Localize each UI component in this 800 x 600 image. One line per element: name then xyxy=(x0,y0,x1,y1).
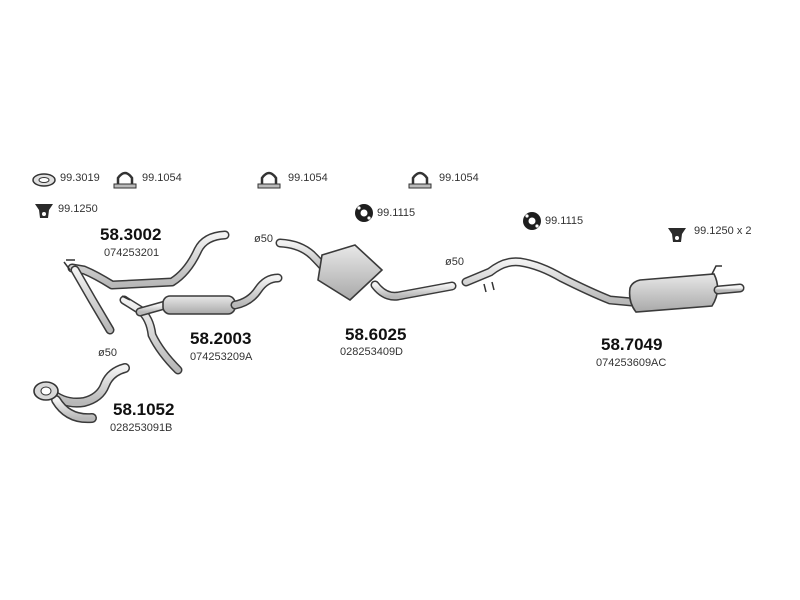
rear-silencer-58-7049 xyxy=(461,257,745,313)
hardware-label: 99.1115 xyxy=(545,215,584,227)
u-clamp-icon xyxy=(113,171,137,189)
oem-code: 074253609AC xyxy=(596,357,667,369)
u-clamp-icon xyxy=(257,171,281,189)
middle-silencer-58-6025 xyxy=(275,238,457,302)
oem-code: 074253209A xyxy=(190,351,253,363)
rubber-mount-icon xyxy=(355,204,373,222)
hardware-label: 99.1115 xyxy=(377,207,416,219)
hardware-label: 99.1054 xyxy=(288,172,328,184)
part-number: 58.2003 xyxy=(190,329,252,348)
oem-code: 074253201 xyxy=(104,247,160,259)
hardware-label: 99.1250 xyxy=(58,203,98,215)
clamp-ring-icon xyxy=(32,173,56,187)
hardware-label: 99.3019 xyxy=(60,172,100,184)
part-number: 58.3002 xyxy=(100,225,162,244)
diameter-label: ø50 xyxy=(98,347,117,359)
part-number: 58.1052 xyxy=(113,400,175,419)
hanger-icon xyxy=(668,228,686,242)
front-pipe-58-3002 xyxy=(63,230,230,335)
u-clamp-icon xyxy=(408,171,432,189)
intermediate-pipe-58-2003 xyxy=(119,273,283,375)
rubber-mount-icon xyxy=(523,212,541,230)
hanger-icon xyxy=(35,204,53,218)
hardware-label: 99.1054 xyxy=(439,172,479,184)
downpipe-58-1052 xyxy=(33,363,130,424)
hardware-label: 99.1054 xyxy=(142,172,182,184)
diameter-label: ø50 xyxy=(445,256,464,268)
part-number: 58.6025 xyxy=(345,325,407,344)
diameter-label: ø50 xyxy=(254,233,273,245)
oem-code: 028253091B xyxy=(110,422,173,434)
hardware-label: 99.1250 x 2 xyxy=(694,225,752,237)
oem-code: 028253409D xyxy=(340,346,404,358)
part-number: 58.7049 xyxy=(601,335,663,354)
